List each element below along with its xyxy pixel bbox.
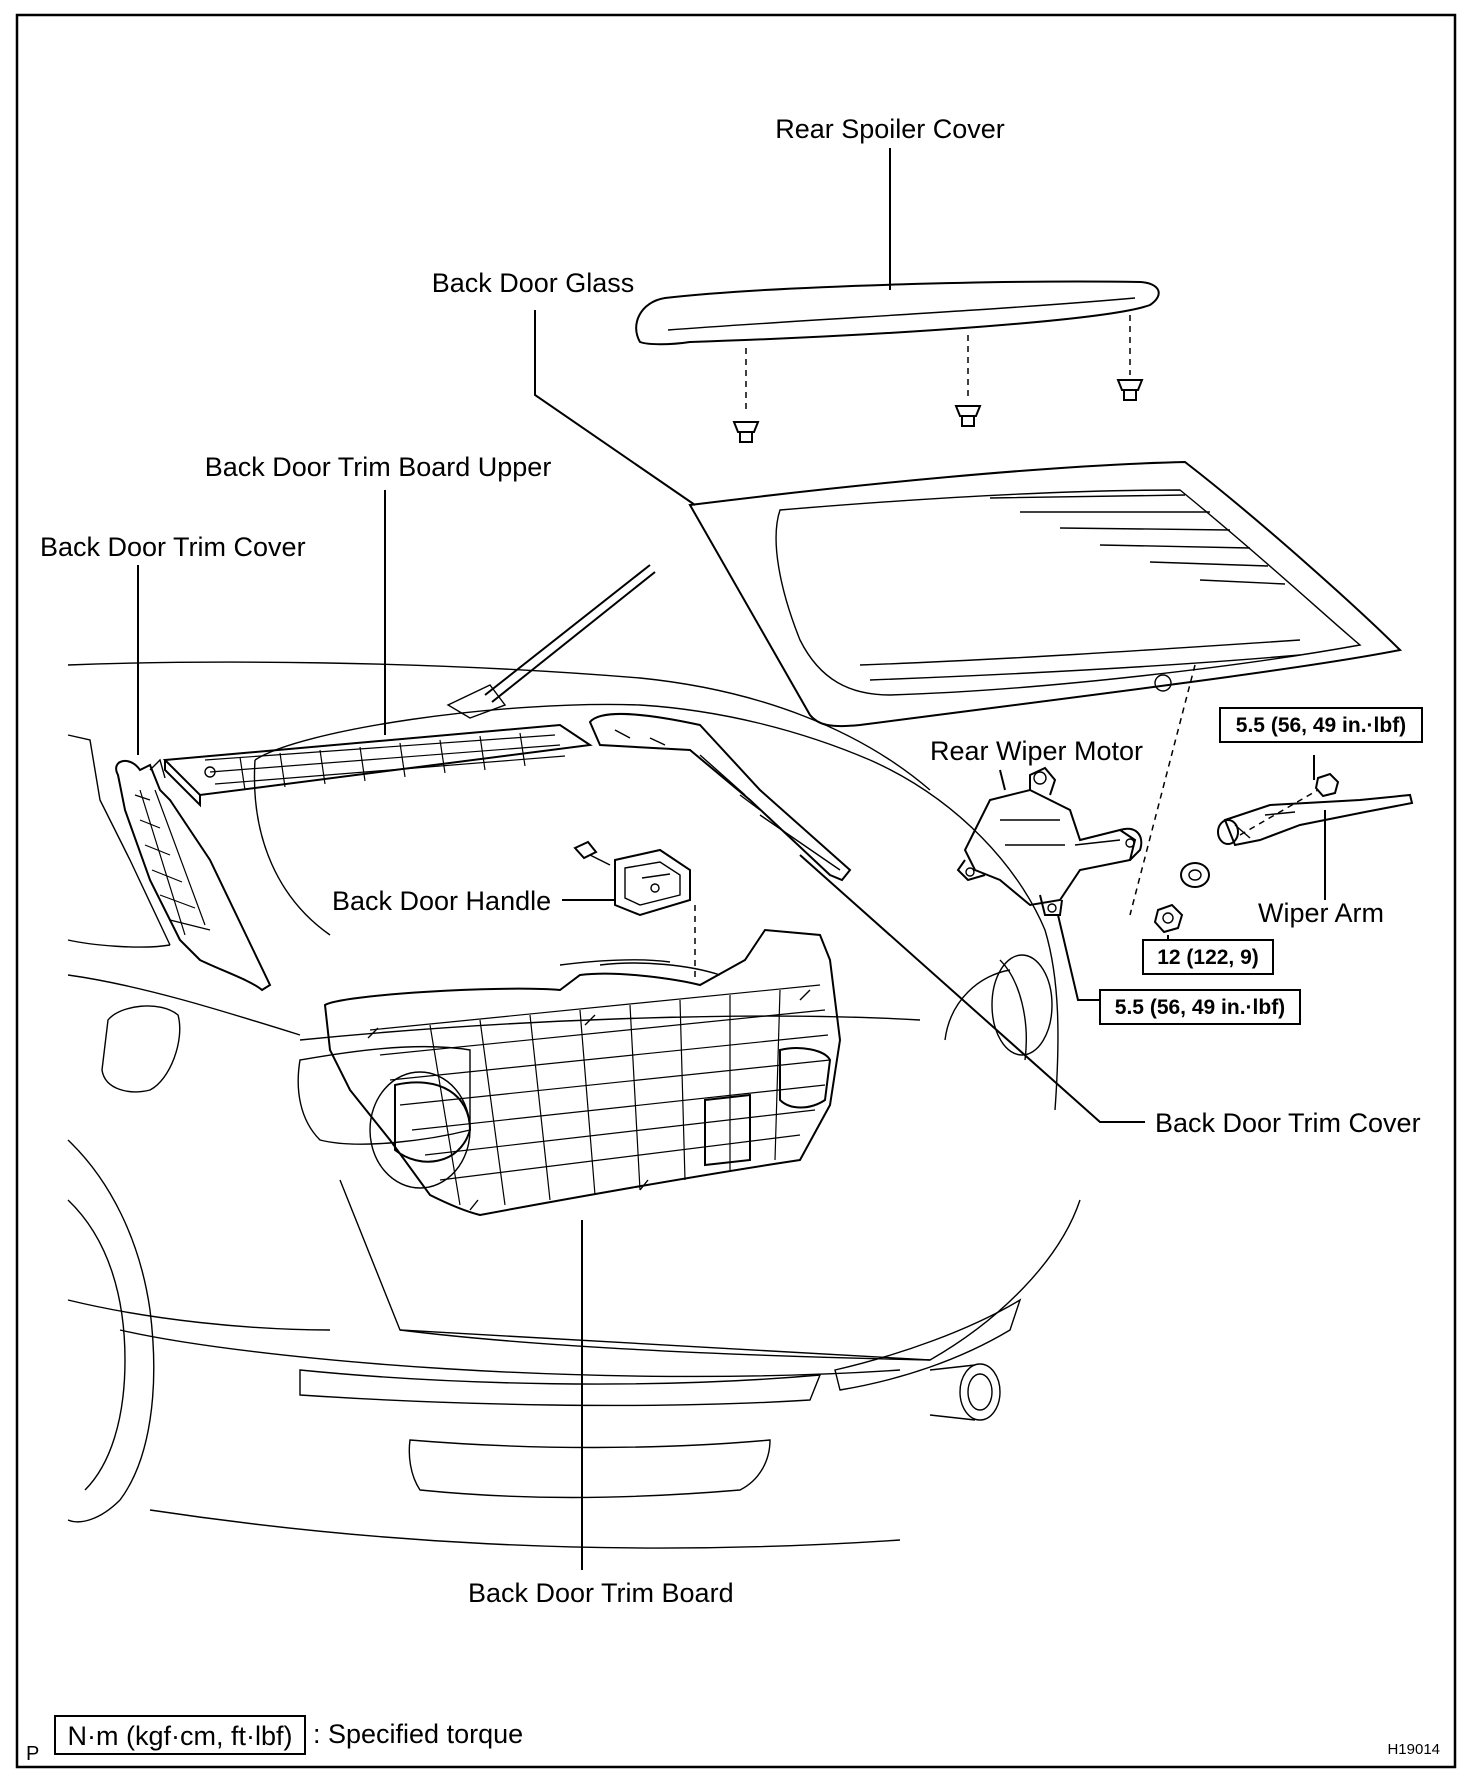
corner-mark: P <box>26 1743 39 1765</box>
torque-value: 12 (122, 9) <box>1157 946 1259 969</box>
wiper-arm-nut <box>1314 772 1340 798</box>
torque-box-motor-bolt: 5.5 (56, 49 in.·lbf) <box>1099 989 1301 1025</box>
label-back-door-glass: Back Door Glass <box>432 268 635 298</box>
rear-wiper-motor <box>956 766 1143 916</box>
legend-description: : Specified torque <box>313 1719 523 1749</box>
back-door-trim-cover-right <box>588 713 852 882</box>
back-door-trim-board <box>323 928 842 1217</box>
install-line <box>1129 664 1196 916</box>
diagram-frame <box>15 13 1457 1769</box>
torque-box-wiper-arm-nut: 5.5 (56, 49 in.·lbf) <box>1219 707 1423 743</box>
label-back-door-trim-board-upper: Back Door Trim Board Upper <box>205 452 552 482</box>
legend-unit: N·m (kgf·cm, ft·lbf) <box>68 1721 293 1751</box>
label-back-door-trim-board: Back Door Trim Board <box>468 1578 734 1608</box>
clip <box>954 405 982 427</box>
clip <box>1116 379 1144 401</box>
label-rear-spoiler-cover: Rear Spoiler Cover <box>775 114 1005 144</box>
torque-legend: N·m (kgf·cm, ft·lbf) : Specified torque <box>54 1715 523 1755</box>
wiper-arm <box>1217 793 1414 847</box>
back-door-handle <box>573 840 696 980</box>
rear-spoiler-cover <box>635 280 1160 443</box>
back-door-trim-board-upper <box>162 723 593 808</box>
clip <box>732 421 760 443</box>
torque-value: 5.5 (56, 49 in.·lbf) <box>1115 996 1285 1019</box>
pivot-nut <box>1153 903 1184 934</box>
washer <box>1180 862 1210 888</box>
torque-box-pivot-nut: 12 (122, 9) <box>1142 939 1274 975</box>
label-back-door-trim-cover-right: Back Door Trim Cover <box>1155 1108 1421 1138</box>
torque-value: 5.5 (56, 49 in.·lbf) <box>1236 714 1406 737</box>
leader-lines <box>137 148 1326 1570</box>
back-door-trim-cover-left <box>115 758 272 992</box>
back-door-glass <box>688 460 1403 728</box>
label-back-door-handle: Back Door Handle <box>332 886 551 916</box>
label-rear-wiper-motor: Rear Wiper Motor <box>930 736 1143 766</box>
vehicle-body <box>67 564 1081 1549</box>
label-wiper-arm: Wiper Arm <box>1258 898 1384 928</box>
label-back-door-trim-cover-left: Back Door Trim Cover <box>40 532 306 562</box>
install-line <box>1239 789 1319 836</box>
figure-id: H19014 <box>1387 1741 1440 1758</box>
